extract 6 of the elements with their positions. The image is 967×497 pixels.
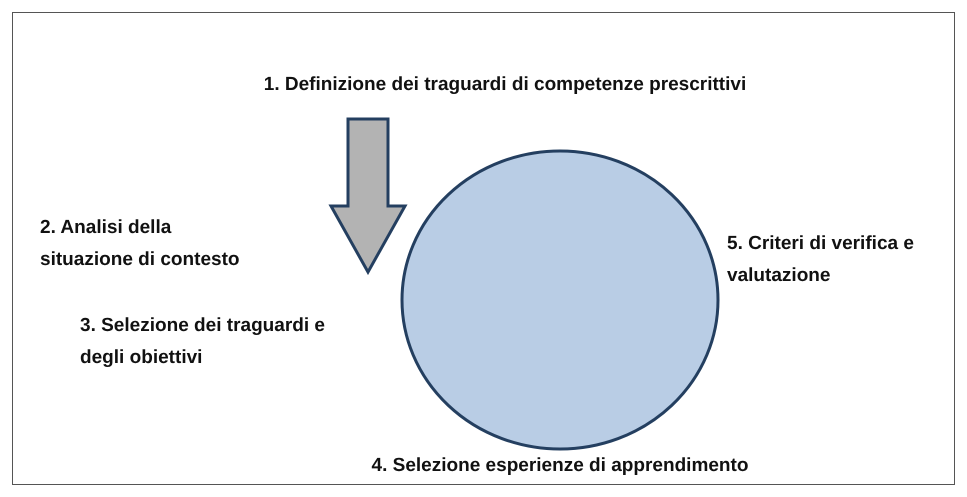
cycle-circle [400, 150, 720, 450]
step-label: 1. Definizione dei traguardi di competenze prescrittivi [262, 73, 748, 97]
step-label: 4. Selezione esperienze di apprendimento [370, 454, 750, 478]
step-label: 5. Criteri di verifica e valutazione [727, 232, 915, 288]
step-label: 3. Selezione dei traguardi e degli obiettivi [80, 314, 326, 370]
step-label: 2. Analisi della situazione di contesto [40, 216, 241, 272]
